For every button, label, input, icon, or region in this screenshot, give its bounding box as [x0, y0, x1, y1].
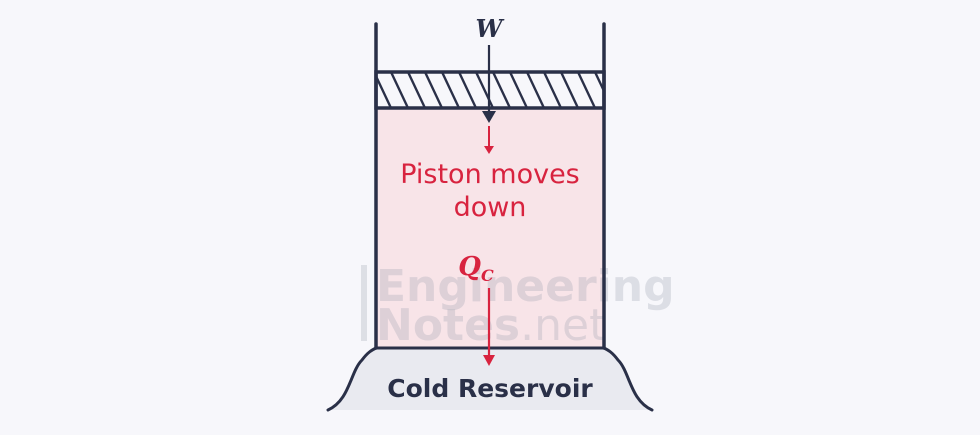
heat-label-sub: C: [481, 266, 494, 285]
watermark-line2-light: .net: [520, 300, 606, 351]
heat-label-main: Q: [458, 252, 481, 282]
piston-motion-arrow: [484, 126, 494, 154]
heat-flow-arrow: [483, 288, 495, 366]
piston-motion-label-line2: down: [454, 192, 527, 223]
svg-text:Notes.net: Notes.net: [376, 300, 606, 351]
work-arrow: [482, 45, 496, 123]
cold-reservoir-label: Cold Reservoir: [387, 374, 593, 403]
work-label: W: [476, 14, 505, 43]
watermark-line1: Engineering: [376, 261, 675, 312]
heat-rejected-label: QC: [458, 252, 494, 285]
piston-motion-label-line1: Piston moves: [400, 159, 580, 190]
watermark: Engineering Notes.net: [361, 261, 675, 351]
watermark-line2-bold: Notes: [376, 300, 520, 351]
